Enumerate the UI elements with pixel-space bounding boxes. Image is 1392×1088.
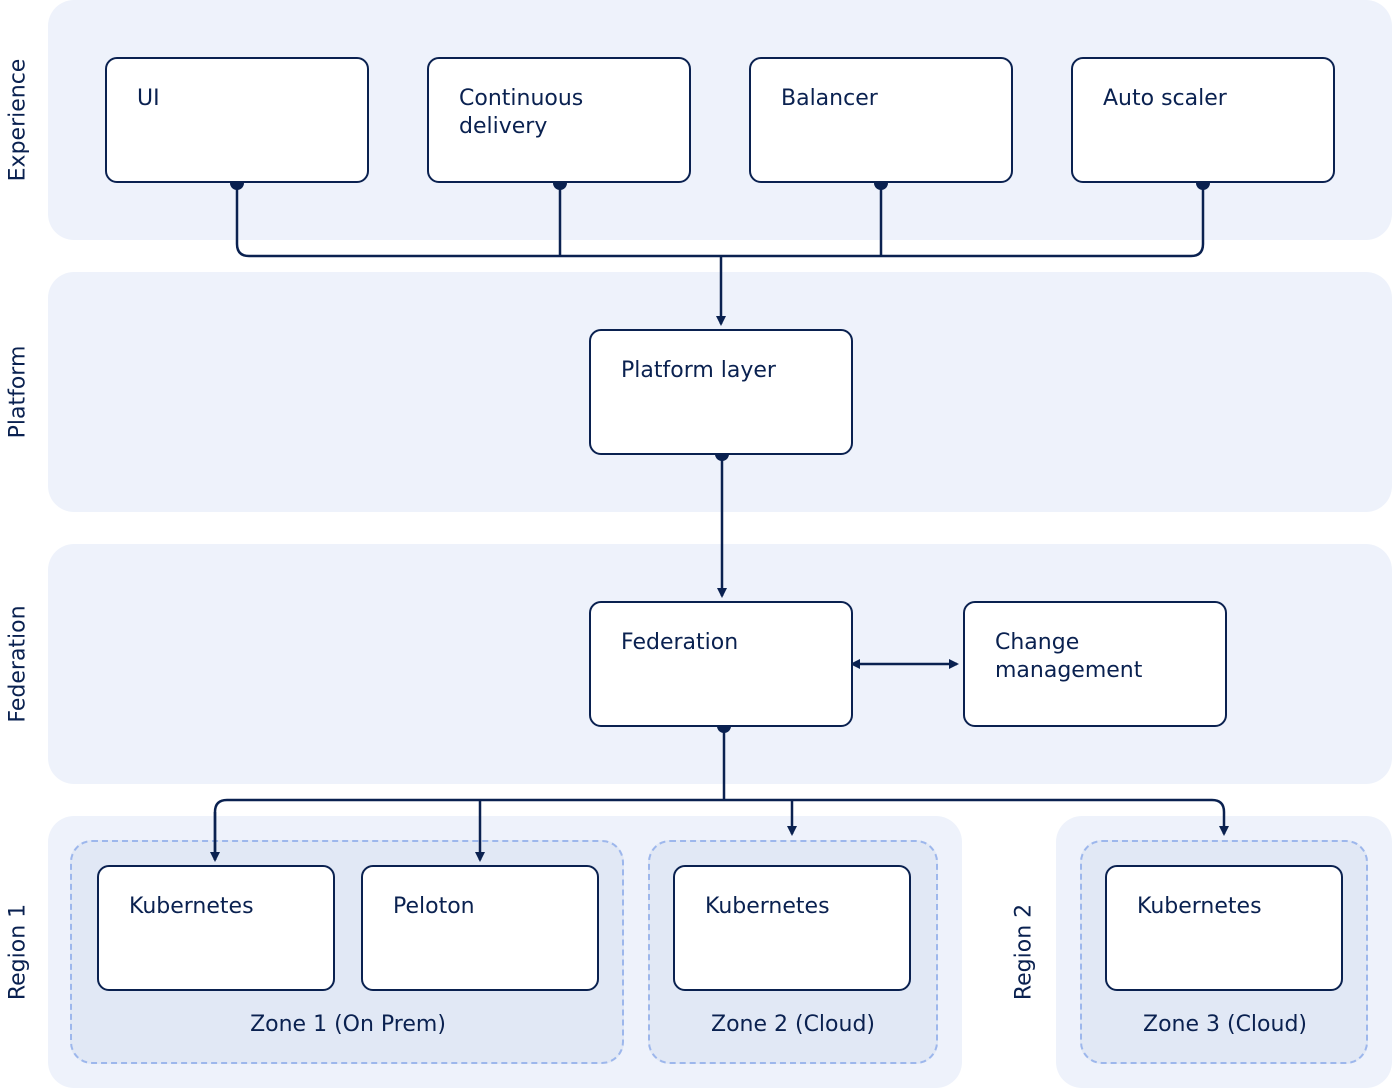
- node-auto-scaler: Auto scaler: [1071, 57, 1335, 183]
- experience-bus-line: [235, 183, 1205, 258]
- zone2-label: Zone 2 (Cloud): [710, 1012, 876, 1037]
- zone3-label: Zone 3 (Cloud): [1142, 1012, 1308, 1037]
- node-ui: UI: [105, 57, 369, 183]
- node-federation: Federation: [589, 601, 853, 727]
- node-platform-layer: Platform layer: [589, 329, 853, 455]
- node-balancer: Balancer: [749, 57, 1013, 183]
- node-continuous-delivery: Continuous delivery: [427, 57, 691, 183]
- zone1-label: Zone 1 (On Prem): [250, 1012, 446, 1037]
- node-kubernetes-zone3: Kubernetes: [1105, 865, 1343, 991]
- node-peloton: Peloton: [361, 865, 599, 991]
- node-kubernetes-zone1: Kubernetes: [97, 865, 335, 991]
- node-kubernetes-zone2: Kubernetes: [673, 865, 911, 991]
- region-bus-line: [213, 798, 1229, 860]
- node-change-management: Change management: [963, 601, 1227, 727]
